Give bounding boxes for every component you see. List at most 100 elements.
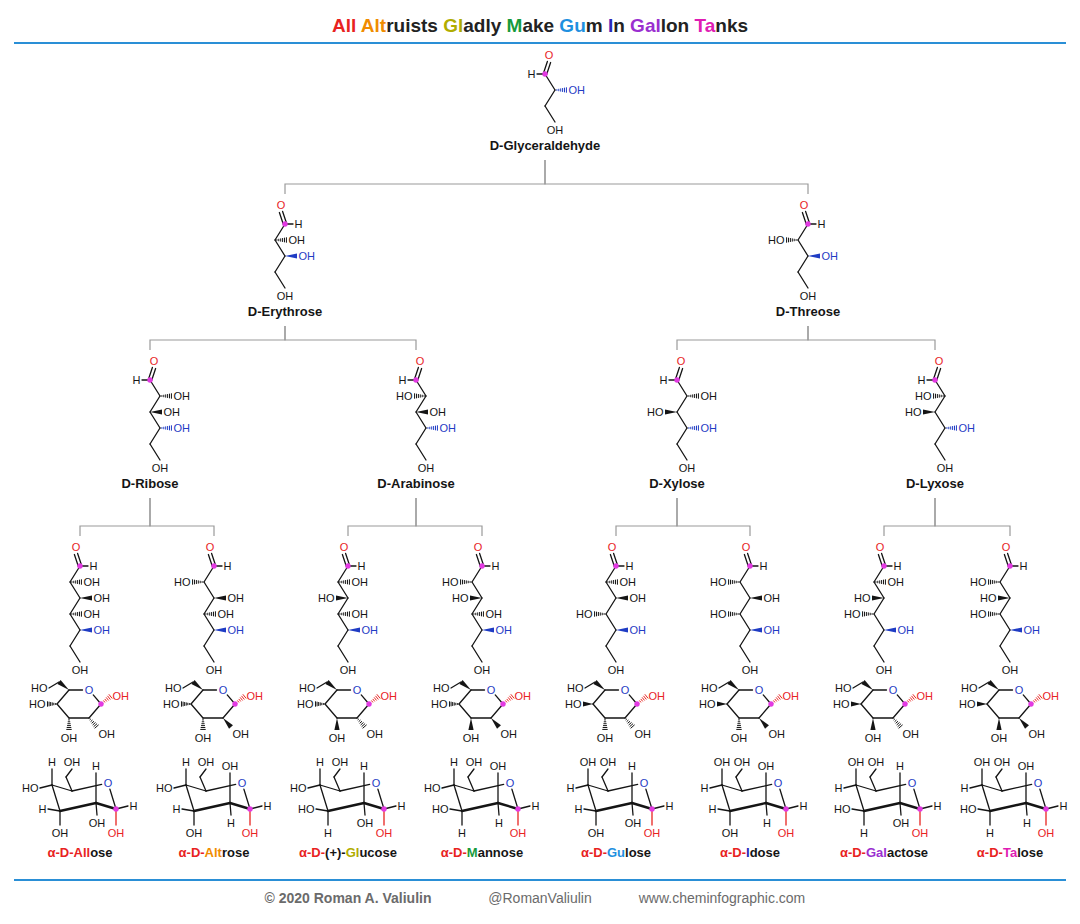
bond-line [462, 803, 498, 811]
bond-line [317, 682, 327, 688]
bond-line [588, 785, 596, 811]
bond-line [338, 582, 348, 598]
bond-line [89, 704, 101, 718]
atom-label: OH [912, 827, 929, 839]
structure-group [181, 680, 246, 729]
bond-line [874, 630, 884, 646]
hash-bond [79, 580, 80, 585]
hash-bond [479, 612, 480, 616]
hash-bond [167, 426, 168, 430]
structure-drawing [460, 48, 630, 138]
hash-bond [688, 427, 689, 429]
hash-bond [49, 702, 50, 707]
hash-bond [738, 581, 739, 583]
hash-bond [732, 612, 733, 616]
atom-label: H [48, 756, 56, 768]
hash-bond [163, 395, 164, 397]
hash-bond [345, 580, 346, 584]
text-run: lon [661, 15, 695, 36]
sugar-node: OHOHHOOHOHOHHOOOHHOOHOHOHHHOOHHHOOHHOHα-… [285, 540, 411, 861]
anomeric-carbon-dot [211, 563, 216, 568]
hash-bond [77, 580, 78, 584]
sugar-node: OHOHOHHOOHOHHOOOHHOOHOHOHOHHOHHHOHOHOHα-… [553, 540, 679, 861]
bond-line [454, 785, 474, 791]
hash-bond [603, 727, 608, 728]
atom-label: H [894, 560, 902, 572]
atom-label: OH [625, 817, 642, 829]
bond-line [472, 566, 482, 582]
hash-bond [282, 238, 283, 242]
wedge-bond [616, 595, 628, 600]
atom-label: H [264, 800, 272, 812]
atom-label: O [150, 355, 159, 367]
structure-group [47, 680, 112, 729]
hash-bond [71, 581, 72, 583]
atom-label: HO [298, 803, 315, 815]
atom-label: OH [218, 608, 235, 620]
bond-line [1000, 566, 1010, 582]
atom-label: OH [352, 576, 369, 588]
bond-line [1019, 704, 1031, 718]
hash-bond [278, 239, 279, 241]
structure-group [844, 769, 932, 825]
bond-line [742, 784, 772, 791]
atom-label: OH [490, 760, 507, 772]
bond-line [459, 704, 471, 718]
bond-line [780, 789, 786, 809]
hash-bond [560, 88, 561, 91]
hash-bond [77, 612, 78, 616]
atom-label: H [324, 827, 332, 839]
atom-label: HO [29, 698, 46, 710]
anomeric-carbon-dot [247, 806, 252, 811]
hash-bond [950, 426, 951, 429]
hash-bond [866, 612, 867, 616]
atom-label: OH [72, 664, 89, 676]
hash-bond [1036, 697, 1038, 700]
text-run: Alt [361, 15, 386, 36]
bond-line [459, 690, 471, 704]
atom-label: HO [710, 576, 727, 588]
hash-bond [165, 426, 166, 429]
atom-label: HO [710, 608, 727, 620]
bond-line [596, 803, 632, 811]
atom-label: OH [94, 592, 111, 604]
hash-bond [790, 238, 791, 242]
bond-line [186, 785, 206, 791]
hash-bond [998, 613, 999, 615]
hash-bond [473, 613, 474, 615]
atom-label: OH [1038, 827, 1055, 839]
bond-line [357, 704, 369, 718]
bond-line [204, 614, 214, 630]
anomeric-carbon-dot [98, 701, 103, 706]
hash-bond [75, 580, 76, 583]
hash-bond [994, 612, 995, 615]
atom-label: HO [905, 406, 922, 418]
hash-bond [418, 394, 419, 398]
tree-connector [616, 498, 677, 536]
hash-bond [738, 721, 740, 722]
hash-bond [321, 703, 322, 705]
bond-line [722, 785, 730, 811]
bond-line [474, 784, 504, 791]
atom-label: OH [876, 664, 893, 676]
structure-group [308, 769, 396, 825]
hash-bond [1035, 699, 1037, 701]
bond-line [275, 272, 285, 288]
hash-bond [464, 580, 465, 584]
hash-bond [627, 720, 629, 722]
hash-bond [736, 613, 737, 615]
structure-group [193, 553, 226, 662]
hash-bond [956, 425, 957, 430]
bond-line [70, 646, 80, 662]
structure-group [970, 769, 1058, 825]
atom-label: H [575, 803, 583, 815]
bond-line [766, 803, 786, 809]
atom-label: HO [156, 782, 173, 794]
atom-label: H [860, 827, 868, 839]
bond-line [96, 803, 97, 815]
hash-bond [736, 581, 737, 583]
atom-label: OH [362, 624, 379, 636]
tree-connector [416, 498, 482, 536]
bond-line [996, 777, 1002, 791]
hash-bond [698, 393, 699, 398]
